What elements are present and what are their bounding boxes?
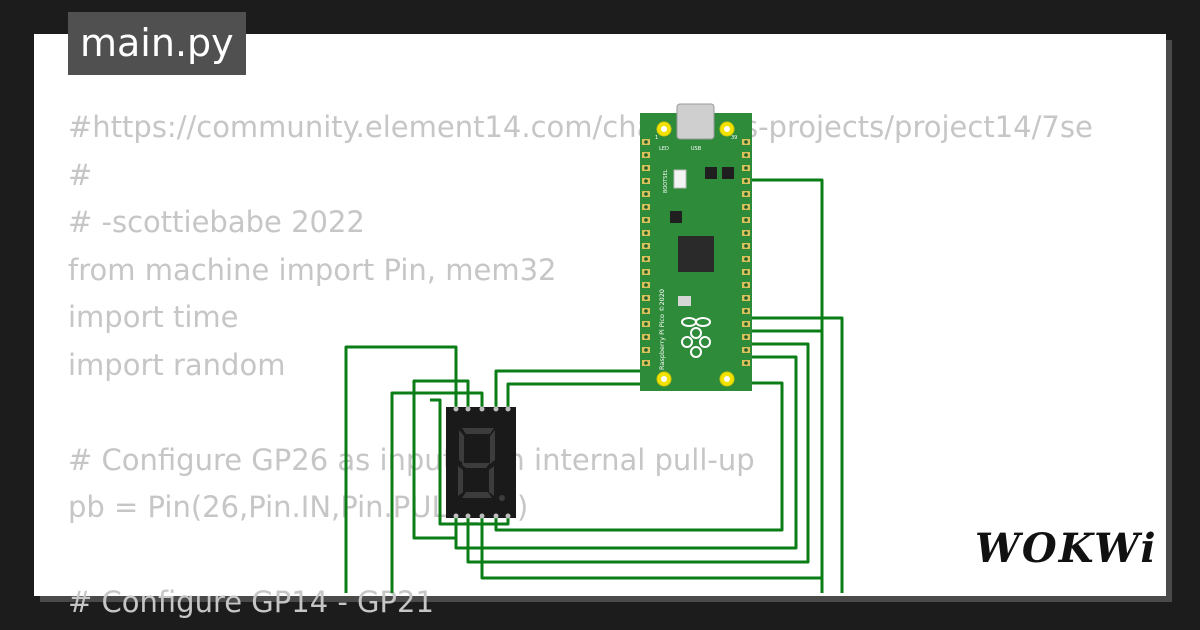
wire [494,369,644,408]
code-line: from machine import Pin, mem32 [68,252,557,287]
code-line: import time [68,300,239,334]
raspberry-pi-pico: LED USB 1 39 BOOTSEL Raspberry Pi Pico ©… [640,103,752,391]
pin-hole [644,205,648,209]
pin-hole [644,296,648,300]
segment-e [458,466,463,496]
pin-hole [744,283,748,287]
code-line: #https://community.element14.com/challen… [68,110,1093,144]
pin-hole [644,322,648,326]
pin-hole [644,335,648,339]
wire [744,316,844,593]
pin-hole [744,309,748,313]
wire [344,345,458,593]
chip [722,167,734,179]
pin-39-label: 39 [731,135,737,141]
code-line: # [68,157,93,192]
wire [412,379,470,540]
pin-hole [744,140,748,144]
bootsel-button [673,169,687,189]
wire [390,391,484,593]
pin-hole [644,361,648,365]
led-label: LED [659,146,669,152]
rp2040-chip [678,236,714,272]
usb-label: USB [691,146,702,152]
pin-hole [644,153,648,157]
raspberry-logo-icon [681,317,711,358]
pin-hole [744,348,748,352]
segment-f [459,430,464,464]
pin-hole [744,335,748,339]
chip [670,211,682,223]
segment-d [462,492,492,498]
pin-hole [644,348,648,352]
wire [430,398,510,526]
pin-hole [644,283,648,287]
simulator-canvas: #https://community.element14.com/challen… [34,34,1166,619]
pin-hole [744,270,748,274]
pin-hole [744,153,748,157]
chip [705,167,717,179]
file-tab[interactable]: main.py [68,12,246,75]
usb-connector [676,103,715,140]
pin-hole [644,257,648,261]
wire [494,381,784,532]
pin-hole [644,218,648,222]
code-line: import random [68,347,286,382]
pin-hole [744,231,748,235]
pin-hole [644,231,648,235]
chip [678,296,691,306]
segment-c [489,466,494,496]
code-line: # -scottiebabe 2022 [68,205,365,239]
pin-hole [744,192,748,196]
pin-hole [744,244,748,248]
pin-hole [744,166,748,170]
wire [480,329,824,580]
wire [506,382,644,408]
pin-hole [644,244,648,248]
wires [344,178,844,593]
pin-hole [744,322,748,326]
segment-dp [499,495,505,501]
pin-hole [644,192,648,196]
board-name: Raspberry Pi Pico ©2020 [658,289,666,370]
wokwi-logo: WOKWi [975,525,1158,572]
segment-a [462,428,494,434]
pin-hole [744,218,748,222]
pin-hole [644,179,648,183]
segment-g [462,463,490,468]
seven-segment-display [446,406,516,519]
pin-hole [644,166,648,170]
pin-1-label: 1 [655,135,658,141]
segment-b [490,430,495,464]
pin-hole [644,140,648,144]
pin-hole [744,296,748,300]
code-line: # Configure GP14 - GP21 [68,585,434,619]
pin-header-left [642,139,650,366]
pin-header-right [742,139,750,366]
pin-hole [744,257,748,261]
mounting-holes [656,121,735,387]
pin-hole [744,179,748,183]
pin-hole [644,270,648,274]
bootsel-label: BOOTSEL [663,169,669,193]
code-background: #https://community.element14.com/challen… [68,104,1093,627]
pin-hole [644,309,648,313]
pin-hole [744,205,748,209]
pin-hole [744,361,748,365]
